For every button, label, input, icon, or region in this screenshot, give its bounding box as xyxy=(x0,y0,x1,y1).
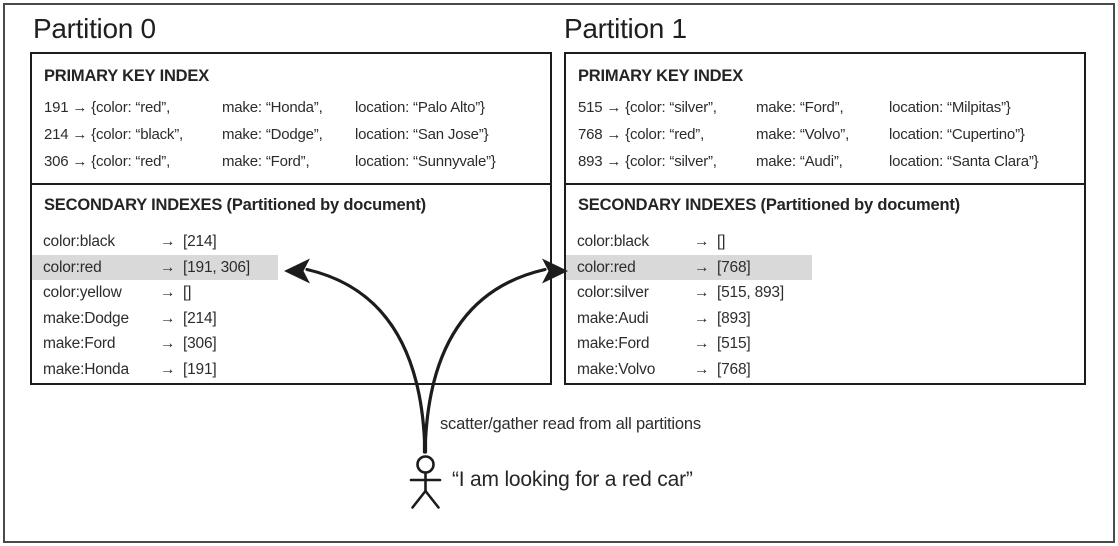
partition-0-title: Partition 0 xyxy=(33,13,156,44)
secondary-index-row-highlighted: color:red → [768] xyxy=(566,254,1084,280)
index-postings: [768] xyxy=(717,258,751,276)
arrow-glyph: → xyxy=(160,309,176,327)
index-postings: [191] xyxy=(183,360,217,378)
index-postings: [515, 893] xyxy=(717,284,784,301)
secondary-index-row: color:yellow → [] xyxy=(32,280,550,306)
index-term: make:Audi xyxy=(577,309,649,327)
index-term: color:black xyxy=(43,233,115,250)
secondary-index-row: make:Ford → [306] xyxy=(32,331,550,357)
index-postings: [] xyxy=(183,284,192,301)
row-location: location: “Palo Alto”} xyxy=(355,99,485,116)
index-term: color:red xyxy=(43,258,102,276)
primary-index-row: 893 → {color: “silver”, make: “Audi”, lo… xyxy=(578,148,1074,175)
row-make: make: “Volvo”, xyxy=(756,126,850,143)
row-make: make: “Ford”, xyxy=(756,99,844,116)
secondary-index-row: make:Audi → [893] xyxy=(566,306,1084,332)
index-term: make:Dodge xyxy=(43,309,129,327)
user-stick-figure-icon xyxy=(409,455,442,509)
secondary-index-row-highlighted: color:red → [191, 306] xyxy=(32,254,550,280)
arrow-glyph: → xyxy=(694,309,710,327)
arrow-glyph: → xyxy=(160,233,176,250)
arrow-glyph: → xyxy=(160,284,176,301)
index-term: color:silver xyxy=(577,284,649,301)
primary-index-row: 306 → {color: “red”, make: “Ford”, locat… xyxy=(44,148,540,175)
secondary-index-row: make:Honda → [191] xyxy=(32,357,550,383)
secondary-index-row: color:silver → [515, 893] xyxy=(566,280,1084,306)
scatter-gather-label: scatter/gather read from all partitions xyxy=(440,415,701,433)
index-term: make:Honda xyxy=(43,360,129,378)
row-location: location: “Cupertino”} xyxy=(889,126,1025,143)
index-term: make:Volvo xyxy=(577,360,656,378)
primary-index-row: 515 → {color: “silver”, make: “Ford”, lo… xyxy=(578,94,1074,121)
arrow-glyph: → xyxy=(694,335,710,352)
primary-index-row: 214 → {color: “black”, make: “Dodge”, lo… xyxy=(44,121,540,148)
primary-key-index-section: PRIMARY KEY INDEX 515 → {color: “silver”… xyxy=(566,54,1084,185)
arrow-glyph: → xyxy=(694,258,710,276)
secondary-index-row: make:Ford → [515] xyxy=(566,331,1084,357)
row-make: make: “Ford”, xyxy=(222,153,310,170)
arrow-glyph: → xyxy=(694,233,710,250)
index-term: color:yellow xyxy=(43,284,122,301)
secondary-index-row: make:Volvo → [768] xyxy=(566,357,1084,383)
index-postings: [768] xyxy=(717,360,751,378)
index-postings: [893] xyxy=(717,309,751,327)
secondary-indexes-header: SECONDARY INDEXES (Partitioned by docume… xyxy=(44,196,426,214)
primary-index-row: 768 → {color: “red”, make: “Volvo”, loca… xyxy=(578,121,1074,148)
row-key-color: 768 → {color: “red”, xyxy=(578,126,705,143)
arrow-glyph: → xyxy=(160,258,176,276)
index-postings: [191, 306] xyxy=(183,258,250,276)
index-postings: [214] xyxy=(183,233,217,250)
row-make: make: “Honda”, xyxy=(222,99,323,116)
row-make: make: “Audi”, xyxy=(756,153,843,170)
primary-key-index-header: PRIMARY KEY INDEX xyxy=(578,67,743,85)
row-location: location: “Santa Clara”} xyxy=(889,153,1039,170)
primary-index-row: 191 → {color: “red”, make: “Honda”, loca… xyxy=(44,94,540,121)
secondary-index-row: color:black → [214] xyxy=(32,229,550,255)
primary-key-index-header: PRIMARY KEY INDEX xyxy=(44,67,209,85)
partition-0-box: PRIMARY KEY INDEX 191 → {color: “red”, m… xyxy=(30,52,552,385)
secondary-indexes-header: SECONDARY INDEXES (Partitioned by docume… xyxy=(578,196,960,214)
secondary-indexes-section: SECONDARY INDEXES (Partitioned by docume… xyxy=(566,185,1084,382)
secondary-index-row: make:Dodge → [214] xyxy=(32,306,550,332)
row-location: location: “Sunnyvale”} xyxy=(355,153,496,170)
arrow-glyph: → xyxy=(160,335,176,352)
partition-1-title: Partition 1 xyxy=(564,13,687,44)
secondary-indexes-section: SECONDARY INDEXES (Partitioned by docume… xyxy=(32,185,550,382)
user-query-quote: “I am looking for a red car” xyxy=(452,468,693,491)
row-make: make: “Dodge”, xyxy=(222,126,323,143)
arrow-glyph: → xyxy=(694,360,710,378)
row-key-color: 306 → {color: “red”, xyxy=(44,153,171,170)
arrow-glyph: → xyxy=(694,284,710,301)
row-key-color: 893 → {color: “silver”, xyxy=(578,153,717,170)
index-postings: [515] xyxy=(717,335,751,352)
row-key-color: 191 → {color: “red”, xyxy=(44,99,171,116)
row-key-color: 214 → {color: “black”, xyxy=(44,126,183,143)
index-term: make:Ford xyxy=(43,335,116,352)
index-term: color:black xyxy=(577,233,649,250)
primary-key-index-section: PRIMARY KEY INDEX 191 → {color: “red”, m… xyxy=(32,54,550,185)
index-postings: [214] xyxy=(183,309,217,327)
index-term: make:Ford xyxy=(577,335,650,352)
secondary-index-row: color:black → [] xyxy=(566,229,1084,255)
row-location: location: “San Jose”} xyxy=(355,126,489,143)
index-term: color:red xyxy=(577,258,636,276)
index-postings: [306] xyxy=(183,335,217,352)
arrow-glyph: → xyxy=(160,360,176,378)
partition-1-box: PRIMARY KEY INDEX 515 → {color: “silver”… xyxy=(564,52,1086,385)
index-postings: [] xyxy=(717,233,726,250)
row-key-color: 515 → {color: “silver”, xyxy=(578,99,717,116)
row-location: location: “Milpitas”} xyxy=(889,99,1011,116)
